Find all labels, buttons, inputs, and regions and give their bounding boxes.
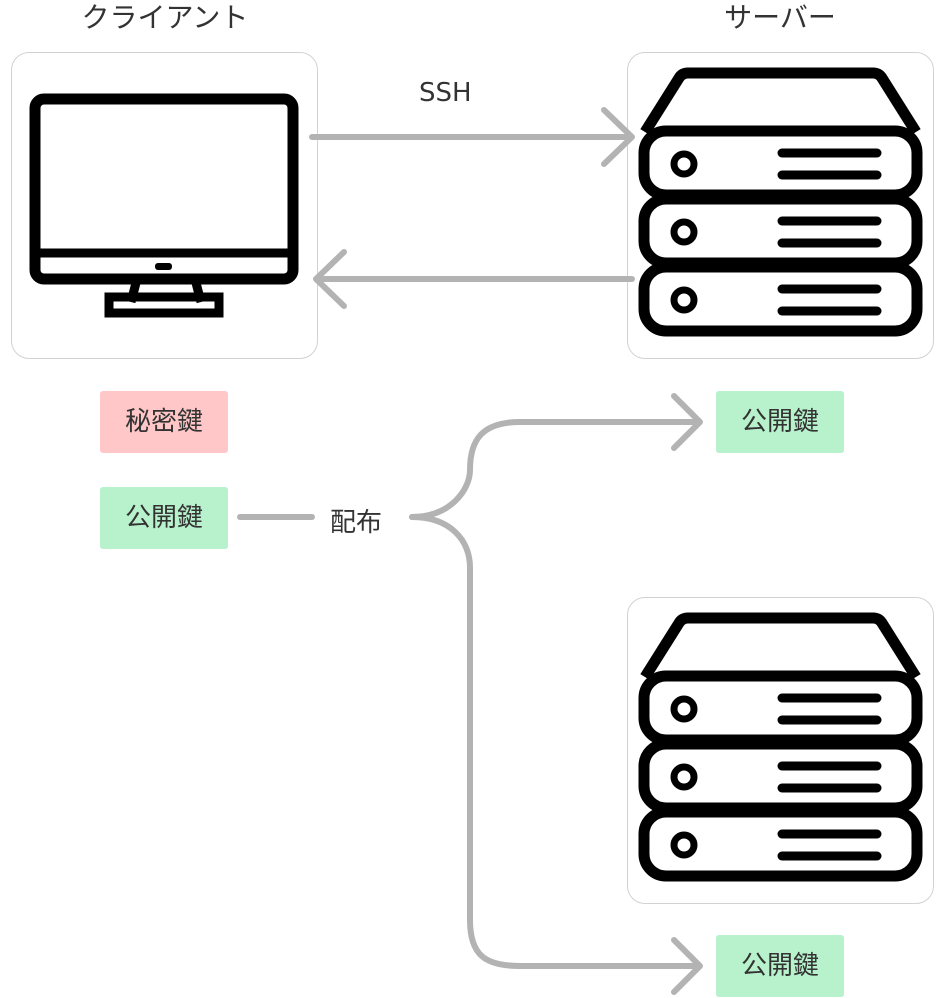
public-key-badge: 公開鍵 (100, 487, 228, 549)
server-rack-icon (638, 612, 923, 882)
secret-key-badge: 秘密鍵 (100, 391, 228, 453)
server2-public-key-badge: 公開鍵 (716, 935, 844, 997)
ssh-label: SSH (419, 78, 472, 108)
server1-public-key-badge: 公開鍵 (716, 391, 844, 453)
distribute-branch-up (409, 393, 703, 520)
distribute-branch-down (409, 514, 703, 995)
distribute-label: 配布 (330, 508, 383, 538)
ssh-response-arrow (313, 249, 635, 309)
server-title: サーバー (724, 1, 836, 34)
ssh-request-arrow (309, 107, 635, 167)
monitor-icon (29, 93, 299, 318)
client-title: クライアント (81, 1, 249, 34)
server-rack-icon (638, 67, 923, 337)
